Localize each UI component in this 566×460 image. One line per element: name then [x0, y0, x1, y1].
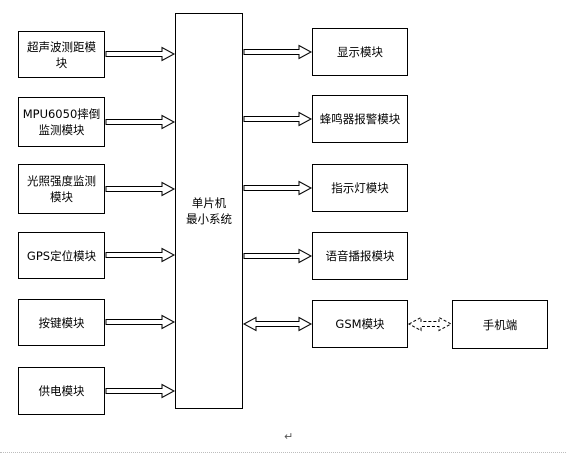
paragraph-mark: ↵: [284, 430, 294, 443]
mobile-phone: 手机端: [452, 300, 548, 349]
page-bottom-rule: [0, 452, 566, 453]
input-arrow-1: [105, 46, 176, 62]
power-module: 供电模块: [18, 367, 105, 415]
input-arrow-2: [105, 114, 176, 130]
input-arrow-3: [105, 181, 176, 197]
ultrasonic-ranging-module: 超声波测距模块: [18, 31, 105, 78]
gsm-module: GSM模块: [312, 300, 408, 348]
gps-module: GPS定位模块: [18, 232, 105, 279]
gsm-bidirectional-arrow: [242, 316, 313, 332]
mpu6050-fall-detection-module: MPU6050摔倒监测模块: [18, 97, 105, 147]
input-arrow-4: [105, 247, 176, 263]
input-arrow-6: [105, 383, 176, 399]
buzzer-alarm-module: 蜂鸣器报警模块: [312, 95, 408, 143]
display-module: 显示模块: [312, 28, 408, 76]
output-arrow-2: [243, 111, 313, 127]
indicator-light-module: 指示灯模块: [312, 164, 408, 212]
mcu-minimum-system: 单片机 最小系统: [175, 13, 243, 409]
input-arrow-5: [105, 314, 176, 330]
output-arrow-3: [243, 180, 313, 196]
key-module: 按键模块: [18, 299, 105, 346]
light-intensity-module: 光照强度监测模块: [18, 164, 105, 214]
mcu-label-line1: 单片机: [191, 196, 227, 210]
output-arrow-1: [243, 44, 313, 60]
phone-dashed-arrow: [407, 316, 453, 332]
voice-broadcast-module: 语音播报模块: [312, 232, 408, 280]
output-arrow-4: [243, 248, 313, 264]
mcu-label-line2: 最小系统: [186, 212, 232, 226]
